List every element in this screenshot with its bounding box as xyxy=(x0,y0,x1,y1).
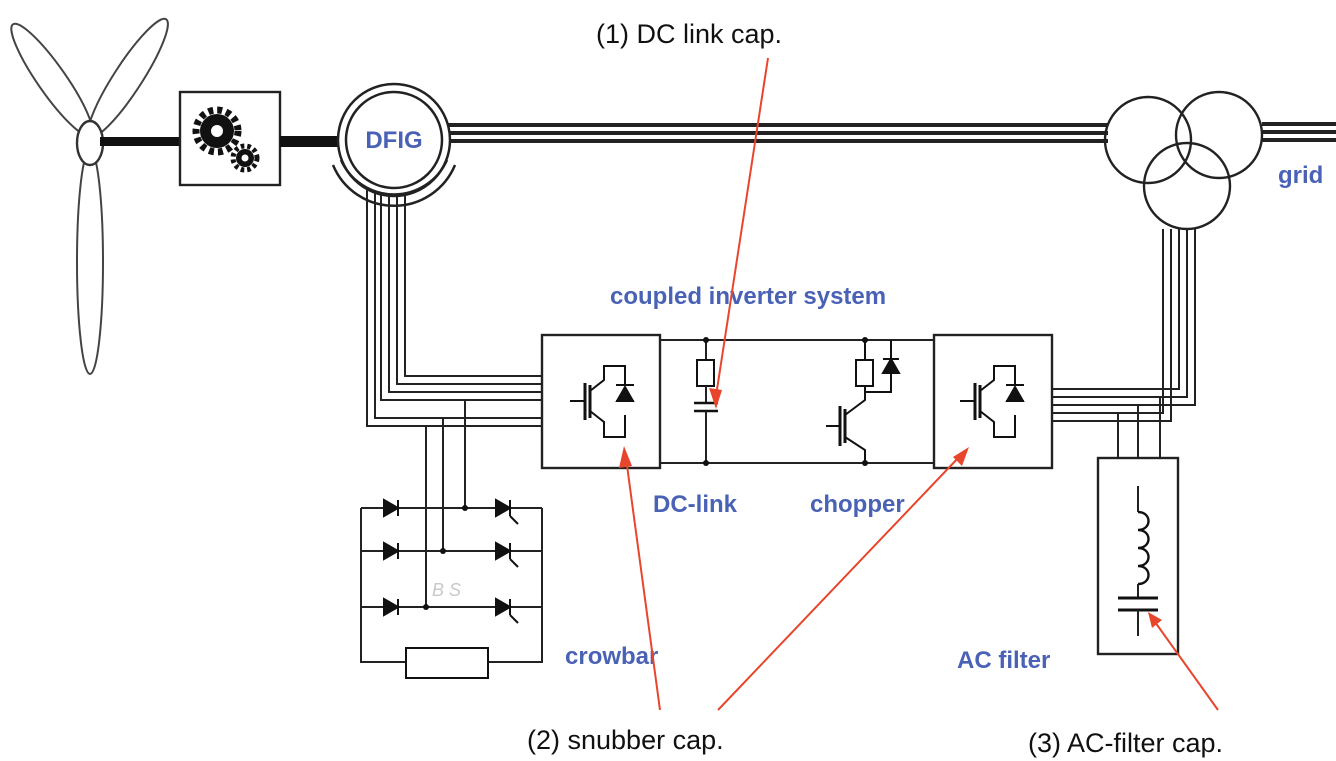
coupled-inverter-label: coupled inverter system xyxy=(610,283,886,310)
low-speed-shaft xyxy=(100,137,180,146)
crowbar-mark: B S xyxy=(432,580,461,600)
igbt-diode-icon xyxy=(570,365,635,438)
wind-turbine-icon xyxy=(10,17,169,375)
dc-link-label: DC-link xyxy=(653,491,738,518)
grid-lines xyxy=(1262,122,1336,142)
three-winding-transformer-icon xyxy=(1103,90,1264,231)
gearbox xyxy=(178,90,282,187)
rotor-side-converter xyxy=(540,333,662,470)
chopper-label: chopper xyxy=(810,491,905,518)
diode-icon xyxy=(383,498,401,617)
stator-lines xyxy=(448,123,1108,143)
dfig-generator: DFIG xyxy=(331,82,457,207)
crowbar-tap-lines xyxy=(425,400,466,607)
snubber-cap-arrow-right xyxy=(717,447,969,711)
dc-link-cap-arrow xyxy=(709,57,769,409)
ac-filter-label: AC filter xyxy=(957,647,1050,674)
thyristor-icon xyxy=(495,498,519,624)
high-speed-shaft xyxy=(280,136,340,147)
dc-link-cap-callout: (1) DC link cap. xyxy=(596,19,782,49)
ac-filter xyxy=(1096,456,1180,656)
ac-filter-cap-arrow xyxy=(1148,612,1219,711)
crowbar-label: crowbar xyxy=(565,643,658,670)
igbt-diode-icon xyxy=(960,365,1025,438)
inductor-icon xyxy=(1137,510,1150,586)
rotor-lines xyxy=(366,190,542,427)
gears-icon xyxy=(192,106,260,173)
chopper-circuit xyxy=(826,337,901,466)
crowbar-circuit: B S xyxy=(360,498,543,679)
grid-label: grid xyxy=(1278,162,1323,189)
snubber-cap-callout: (2) snubber cap. xyxy=(527,725,724,755)
dc-link-section xyxy=(660,337,934,466)
grid-side-converter xyxy=(932,333,1054,470)
dfig-label: DFIG xyxy=(365,127,422,154)
ac-filter-cap-callout: (3) AC-filter cap. xyxy=(1028,728,1223,758)
grid-side-lines xyxy=(1052,229,1196,422)
snubber-cap-arrow-left xyxy=(619,446,661,711)
filter-tap-lines xyxy=(1117,397,1161,458)
